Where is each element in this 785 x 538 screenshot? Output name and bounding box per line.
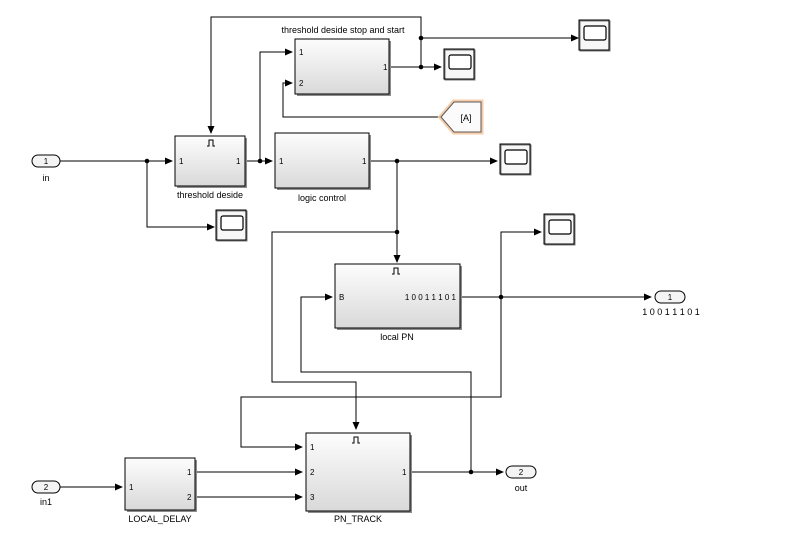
logic-control-in-port: 1	[279, 157, 284, 166]
goto-tag-label: [A]	[460, 113, 471, 123]
logic-control-label: logic control	[298, 193, 346, 203]
threshold-stop-start-out-port: 1	[383, 63, 388, 72]
branch-points	[144, 35, 504, 475]
block-local-pn[interactable]: B 1 0 0 1 1 1 0 1 local PN	[334, 263, 462, 342]
scope-icon	[578, 19, 610, 51]
outport-1[interactable]: 1 1 0 0 1 1 1 0 1	[642, 290, 700, 317]
pn-track-in-port-2: 2	[310, 468, 315, 477]
local-delay-out-port-1: 1	[187, 468, 192, 477]
threshold-stop-start-label: threshold deside stop and start	[281, 25, 405, 35]
threshold-stop-start-in-port-1: 1	[299, 48, 304, 57]
pn-track-out-port: 1	[402, 468, 407, 477]
local-delay-out-port-2: 2	[187, 493, 192, 502]
threshold-deside-out-port: 1	[236, 157, 241, 166]
scope-icon	[499, 143, 531, 175]
signal-lines	[60, 16, 651, 498]
trigger-rising-edge-icon	[207, 139, 215, 147]
inport-in1-number: 2	[44, 483, 49, 492]
goto-tag-a[interactable]: [A]	[437, 99, 484, 135]
scope-2[interactable]	[443, 48, 476, 81]
trigger-rising-edge-icon	[352, 436, 360, 444]
outport-out-label: out	[515, 483, 528, 493]
scope-icon	[543, 213, 575, 245]
logic-control-out-port: 1	[362, 157, 367, 166]
block-threshold-deside-stop-and-start[interactable]: threshold deside stop and start 1 2 1	[281, 25, 405, 96]
block-pn-track[interactable]: 1 2 3 1 PN_TRACK	[305, 432, 412, 524]
local-delay-label: LOCAL_DELAY	[128, 514, 191, 524]
outport-1-number: 1	[668, 293, 673, 302]
signal-arrowheads	[115, 34, 652, 501]
scope-1[interactable]	[578, 19, 611, 52]
scope-5[interactable]	[543, 213, 576, 246]
threshold-deside-in-port: 1	[179, 157, 184, 166]
local-pn-label: local PN	[380, 332, 414, 342]
scope-icon	[443, 48, 475, 80]
inport-in1[interactable]: 2 in1	[31, 480, 61, 507]
inport-in-label: in	[42, 173, 49, 183]
pn-track-in-port-1: 1	[310, 443, 315, 452]
outport-out-number: 2	[519, 468, 524, 477]
scope-icon	[215, 209, 247, 241]
pn-track-in-port-3: 3	[310, 493, 315, 502]
threshold-deside-label: threshold deside	[177, 190, 243, 200]
outport-1-label: 1 0 0 1 1 1 0 1	[642, 307, 700, 317]
inport-in-number: 1	[44, 157, 49, 166]
trigger-rising-edge-icon	[392, 267, 400, 275]
scope-3[interactable]	[499, 143, 532, 176]
local-pn-out-display: 1 0 0 1 1 1 0 1	[405, 293, 457, 302]
inport-in1-label: in1	[40, 497, 52, 507]
threshold-stop-start-in-port-2: 2	[299, 79, 304, 88]
block-logic-control[interactable]: 1 1 logic control	[274, 132, 371, 203]
outport-out[interactable]: 2 out	[505, 465, 537, 493]
scope-4[interactable]	[215, 209, 248, 242]
block-local-delay[interactable]: 1 1 2 LOCAL_DELAY	[124, 457, 197, 524]
inport-in[interactable]: 1 in	[31, 154, 61, 183]
local-pn-in-port: B	[339, 293, 344, 302]
block-threshold-deside[interactable]: 1 1 threshold deside	[174, 135, 247, 200]
local-delay-in-port: 1	[129, 483, 134, 492]
pn-track-label: PN_TRACK	[334, 514, 382, 524]
